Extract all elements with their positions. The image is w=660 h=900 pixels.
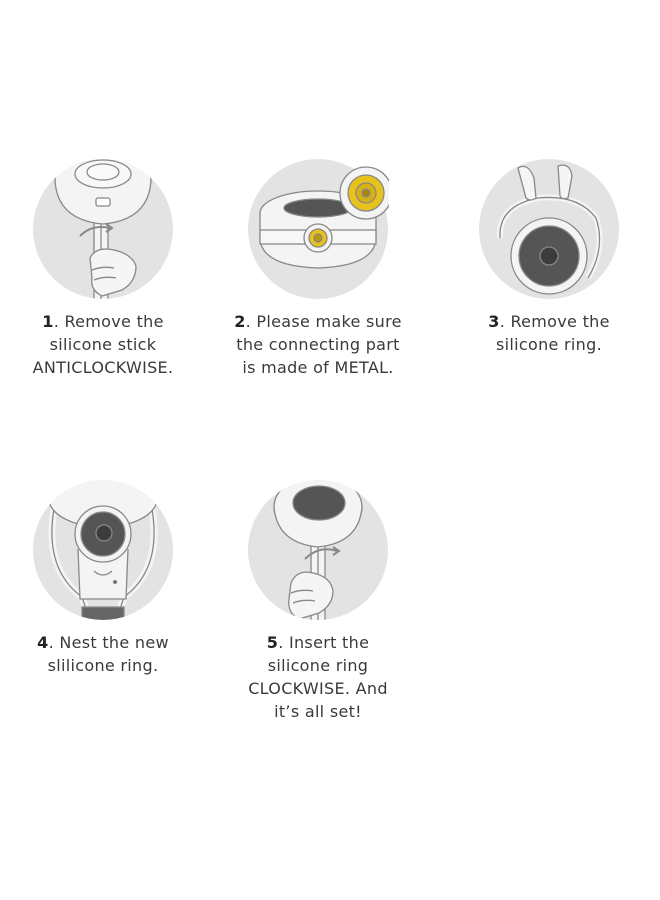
step-4-caption: 4. Nest the new slilicone ring.: [3, 631, 203, 677]
caption-line: . Remove the: [53, 312, 164, 331]
step-2-caption: 2. Please make sure the connecting part …: [218, 310, 418, 379]
metal-connector-icon: [248, 159, 389, 299]
step-number: 4: [37, 633, 49, 652]
hand-rotate-stick-icon: [33, 159, 173, 299]
step-2: 2. Please make sure the connecting part …: [218, 158, 418, 379]
step-1: 1. Remove the silicone stick ANTICLOCKWI…: [3, 158, 203, 379]
step-3: 3. Remove the silicone ring.: [449, 158, 649, 356]
caption-line: ANTICLOCKWISE.: [32, 358, 174, 377]
caption-line: silicone ring: [267, 656, 369, 675]
step-1-caption: 1. Remove the silicone stick ANTICLOCKWI…: [3, 310, 203, 379]
caption-line: is made of METAL.: [242, 358, 394, 377]
step-5-caption: 5. Insert the silicone ring CLOCKWISE. A…: [218, 631, 418, 723]
step-4: 4. Nest the new slilicone ring.: [3, 479, 203, 677]
step-number: 3: [488, 312, 500, 331]
caption-line: . Nest the new: [48, 633, 169, 652]
step-number: 5: [266, 633, 279, 652]
caption-line: it’s all set!: [274, 702, 362, 721]
caption-line: slilicone ring.: [47, 656, 159, 675]
caption-line: CLOCKWISE. And: [248, 679, 388, 698]
caption-line: . Remove the: [499, 312, 610, 331]
step-3-caption: 3. Remove the silicone ring.: [449, 310, 649, 356]
caption-line: silicone stick: [49, 335, 157, 354]
nest-ring-icon: [33, 480, 173, 620]
step-number: 2: [234, 312, 246, 331]
caption-line: the connecting part: [236, 335, 400, 354]
step-5: 5. Insert the silicone ring CLOCKWISE. A…: [218, 479, 418, 723]
caption-line: silicone ring.: [496, 335, 602, 354]
step-number: 1: [42, 312, 54, 331]
caption-line: . Please make sure: [245, 312, 402, 331]
remove-ring-icon: [479, 159, 619, 299]
caption-line: . Insert the: [278, 633, 370, 652]
hand-insert-stick-icon: [248, 480, 388, 620]
